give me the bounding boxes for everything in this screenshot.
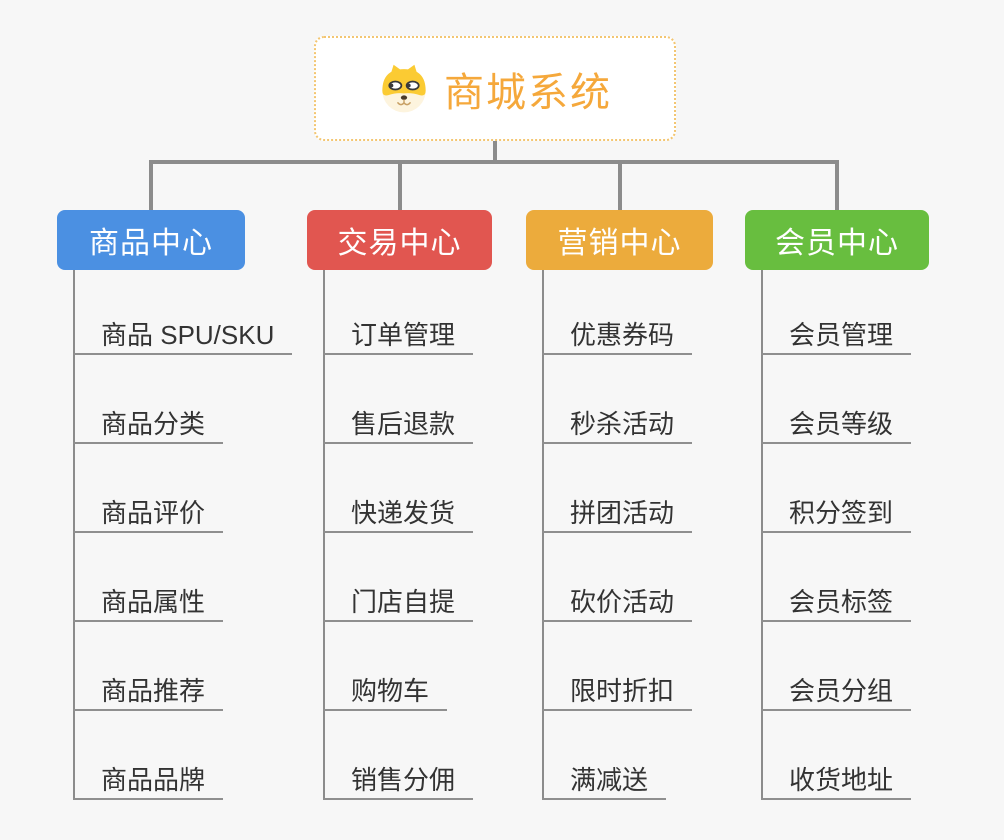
leaf-node[interactable]: 商品评价	[73, 498, 224, 533]
leaf-label: 商品 SPU/SKU	[101, 320, 275, 350]
branch-header[interactable]: 商品中心	[57, 210, 245, 270]
connector-branch-trunk	[542, 270, 544, 800]
leaf-label: 砍价活动	[570, 587, 675, 617]
leaf-node[interactable]: 满减送	[542, 765, 667, 800]
leaf-label: 商品品牌	[101, 765, 206, 795]
leaf-node[interactable]: 商品推荐	[73, 676, 224, 711]
branch-header[interactable]: 会员中心	[745, 210, 929, 270]
leaf-node[interactable]: 订单管理	[323, 320, 474, 355]
leaf-node[interactable]: 购物车	[323, 676, 448, 711]
branch-header[interactable]: 交易中心	[307, 210, 492, 270]
leaf-node[interactable]: 会员等级	[761, 409, 912, 444]
leaf-label: 限时折扣	[570, 676, 675, 706]
branch-label: 会员中心	[775, 227, 899, 260]
leaf-node[interactable]: 商品品牌	[73, 765, 224, 800]
leaf-node[interactable]: 会员管理	[761, 320, 912, 355]
branch-label: 商品中心	[89, 227, 213, 260]
connector-branch-drop	[149, 160, 153, 210]
dog-face-icon	[382, 64, 426, 112]
leaf-node[interactable]: 积分签到	[761, 498, 912, 533]
leaf-label: 商品属性	[101, 587, 206, 617]
branch-header[interactable]: 营销中心	[526, 210, 713, 270]
leaf-label: 会员标签	[789, 587, 894, 617]
leaf-label: 积分签到	[789, 498, 894, 528]
leaf-node[interactable]: 会员分组	[761, 676, 912, 711]
connector-horizontal	[149, 160, 839, 164]
leaf-node[interactable]: 限时折扣	[542, 676, 693, 711]
leaf-node[interactable]: 门店自提	[323, 587, 474, 622]
leaf-label: 商品分类	[101, 409, 206, 439]
connector-root-stub	[493, 141, 497, 164]
leaf-label: 收货地址	[789, 765, 894, 795]
connector-branch-trunk	[761, 270, 763, 800]
leaf-label: 快递发货	[351, 498, 456, 528]
root-node[interactable]: 商城系统	[314, 36, 676, 141]
leaf-label: 商品推荐	[101, 676, 206, 706]
connector-branch-trunk	[323, 270, 325, 800]
branch-label: 营销中心	[557, 227, 682, 260]
leaf-label: 会员分组	[789, 676, 894, 706]
leaf-node[interactable]: 会员标签	[761, 587, 912, 622]
connector-branch-trunk	[73, 270, 75, 800]
leaf-label: 门店自提	[351, 587, 456, 617]
connector-branch-drop	[398, 160, 402, 210]
leaf-label: 订单管理	[351, 320, 456, 350]
leaf-node[interactable]: 秒杀活动	[542, 409, 693, 444]
leaf-node[interactable]: 商品属性	[73, 587, 224, 622]
leaf-node[interactable]: 快递发货	[323, 498, 474, 533]
connector-branch-drop	[618, 160, 622, 210]
leaf-label: 拼团活动	[570, 498, 675, 528]
leaf-node[interactable]: 销售分佣	[323, 765, 474, 800]
leaf-label: 会员管理	[789, 320, 894, 350]
branch-label: 交易中心	[337, 227, 462, 260]
leaf-node[interactable]: 收货地址	[761, 765, 912, 800]
leaf-node[interactable]: 拼团活动	[542, 498, 693, 533]
leaf-label: 售后退款	[351, 409, 456, 439]
root-title: 商城系统	[444, 70, 612, 115]
leaf-node[interactable]: 售后退款	[323, 409, 474, 444]
leaf-node[interactable]: 商品分类	[73, 409, 224, 444]
leaf-label: 销售分佣	[351, 765, 456, 795]
leaf-node[interactable]: 砍价活动	[542, 587, 693, 622]
leaf-label: 满减送	[570, 765, 649, 795]
leaf-label: 优惠券码	[570, 320, 675, 350]
leaf-label: 购物车	[351, 676, 430, 706]
leaf-node[interactable]: 商品 SPU/SKU	[73, 320, 293, 355]
leaf-node[interactable]: 优惠券码	[542, 320, 693, 355]
leaf-label: 商品评价	[101, 498, 206, 528]
leaf-label: 会员等级	[789, 409, 894, 439]
connector-branch-drop	[835, 160, 839, 210]
leaf-label: 秒杀活动	[570, 409, 675, 439]
